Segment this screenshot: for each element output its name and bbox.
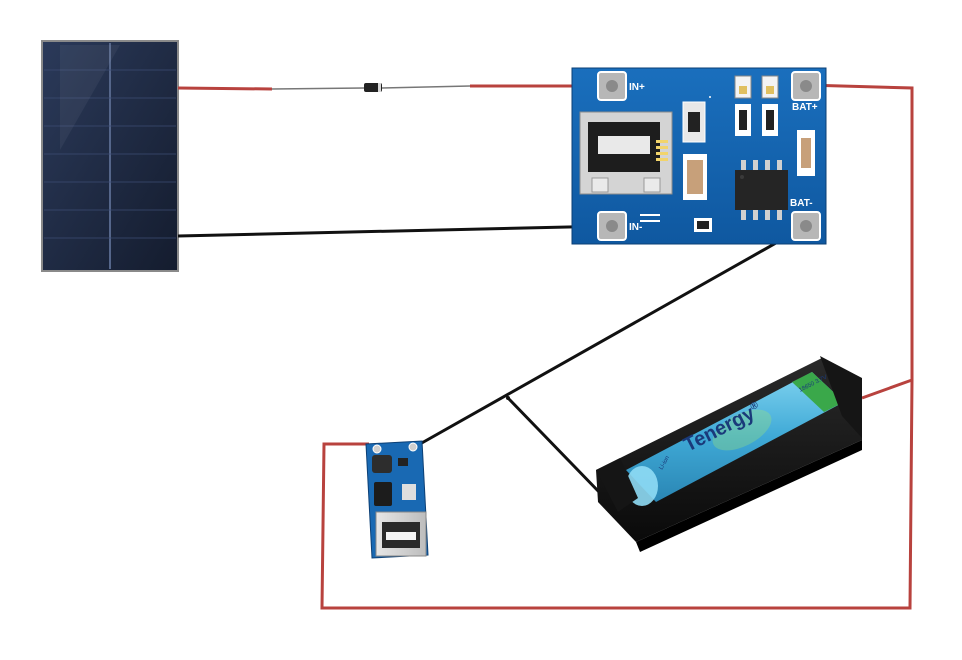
battery-cell: Tenergy® Li-ion 18650 3.7V: [626, 372, 844, 506]
diode: [271, 83, 471, 92]
mini-usb-port: [579, 111, 673, 195]
boost-converter: [365, 440, 429, 559]
negative-wires: [177, 224, 807, 497]
wire-bat-minus-to-booster: [419, 224, 807, 446]
solar-panel-cells: [44, 43, 176, 269]
pin-label-in-minus: IN-: [629, 222, 642, 233]
pad-in-plus: IN+: [597, 71, 645, 101]
charger-ic: [735, 160, 788, 220]
pad-bat-minus: BAT-: [790, 198, 821, 241]
battery-holder: Tenergy® Li-ion 18650 3.7V: [596, 356, 862, 552]
charger-board: IN+ IN- BAT+ BAT-: [571, 67, 827, 245]
wire-bat-plus-to-holder: [805, 83, 914, 400]
smd-parts: [682, 101, 815, 232]
pad-in-minus: IN-: [597, 211, 642, 241]
board-text-marks: [640, 96, 711, 222]
pad-bat-plus: BAT+: [791, 71, 821, 113]
pin-label-in-plus: IN+: [629, 82, 645, 93]
pin-label-bat-plus: BAT+: [792, 102, 818, 113]
solar-panel: [41, 40, 179, 272]
leds: [734, 75, 779, 99]
boost-inductor: [372, 455, 392, 473]
wire-panel-to-diode: [177, 86, 273, 91]
boost-capacitor: [374, 482, 392, 506]
wire-junction: [506, 396, 510, 400]
wire-panel-to-in-minus: [177, 224, 613, 238]
wire-output-loop: [320, 379, 914, 610]
pin-label-bat-minus: BAT-: [790, 198, 813, 209]
usb-a-port: [375, 511, 427, 557]
wire-junction-to-holder: [506, 396, 604, 497]
